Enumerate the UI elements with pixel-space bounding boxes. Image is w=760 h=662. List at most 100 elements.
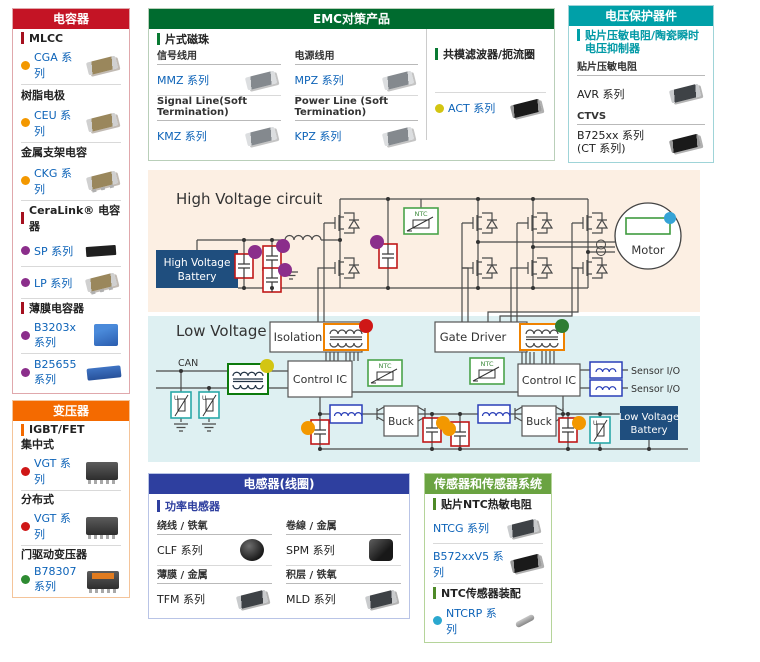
lv-battery-box [620,406,678,440]
buck-label-2: Buck [526,416,553,428]
product-row-spm: SPM 系列 [286,535,401,567]
lp-product-image [81,271,121,295]
section-mlcc: MLCC [21,32,121,45]
act-series-link[interactable]: ACT 系列 [448,102,496,115]
mpz-series-link[interactable]: MPZ 系列 [294,74,344,87]
b25655-series-link[interactable]: B25655 系列 [34,358,77,387]
lv-battery-line2: Battery [630,425,667,436]
section-ceralink-label: CeraLink® 电容器 [29,204,121,234]
product-row-act: ACT 系列 [435,92,546,123]
section-gatedrive-label: 门驱动变压器 [21,548,87,561]
ckg-series-link[interactable]: CKG 系列 [34,166,72,196]
kpz-product-image [378,124,418,148]
ntcg-series-link[interactable]: NTCG 系列 [433,522,490,536]
b572xxv5-product-image [508,552,543,576]
motor-sensor-box [625,217,671,235]
tfm-series-label: TFM 系列 [157,593,206,607]
capacitor-symbol [234,253,254,279]
mpz-product-image [378,68,418,92]
control-ic-right-label: Control IC [522,374,577,387]
section-cmf: 共模滤波器/扼流圈 [435,46,546,62]
orange-dot-icon [21,118,30,128]
sub-power-label: 电源线用 [294,47,418,65]
sub-wound-metal-label: 卷線 / 金属 [286,517,401,536]
product-row-clf: CLF 系列 [157,535,272,567]
product-row-vgt2: VGT 系列 [21,507,121,546]
inductor-symbol [329,404,363,424]
yellow-dot-icon [260,359,274,373]
sensor-io-filter-symbol [589,379,623,397]
product-row-mld: MLD 系列 [286,584,401,614]
b725xx-series-label: B725xx 系列 (CT 系列) [577,130,644,155]
purple-dot-icon [278,263,292,277]
sensor-io-label-1: Sensor I/O [631,366,680,377]
purple-dot-icon [276,239,290,253]
transformers-panel: 变压器 IGBT/FET 集中式 VGT 系列 分布式 VGT 系列 门驱动变压… [12,400,130,598]
orange-dot-icon [21,60,30,70]
b78307-product-image [85,568,121,593]
lv-battery-line1: Low Voltage [619,412,679,423]
kmz-product-image [241,124,281,148]
kmz-series-link[interactable]: KMZ 系列 [157,130,207,143]
cyan-dot-icon [433,616,442,626]
product-row-mpz: MPZ 系列 [294,65,418,96]
product-row-tfm: TFM 系列 [157,584,272,614]
voltage-protection-panel-title: 电压保护器件 [569,6,713,26]
product-row-mmz: MMZ 系列 [157,65,281,96]
product-row-ceu: CEU 系列 [21,104,121,143]
sub-power-soft-label: Power Line (Soft Termination) [294,96,418,121]
ntc-thermistor-symbol [367,359,403,387]
act-product-image [506,96,546,120]
product-row-lp: LP 系列 [21,268,121,299]
lp-series-link[interactable]: LP 系列 [34,276,73,290]
kpz-series-link[interactable]: KPZ 系列 [294,130,342,143]
ntcrp-series-link[interactable]: NTCRP 系列 [446,606,497,636]
sp-series-link[interactable]: SP 系列 [34,244,74,258]
sub-ctvs-label: CTVS [577,111,705,126]
circuit-diagram: U NTC [148,170,700,462]
motor-label: Motor [631,243,665,257]
sub-multilayer-label: 积层 / 铁氧 [286,566,401,585]
section-igbt-fet: IGBT/FET [21,423,121,436]
yellow-dot-icon [435,103,444,113]
sub-signal-soft-label: Signal Line(Soft Termination) [157,96,281,121]
transformers-panel-title: 变压器 [13,401,129,421]
b725xx-line1: B725xx 系列 [577,129,645,143]
product-row-cga: CGA 系列 [21,46,121,86]
section-varistor-tvs: 贴片压敏电阻/陶瓷瞬时电压抑制器 [577,29,705,55]
control-ic-left-box [287,360,353,398]
vgt1-series-link[interactable]: VGT 系列 [34,457,71,486]
current-sensor-icon [596,246,606,256]
ceu-series-link[interactable]: CEU 系列 [34,108,72,138]
vgt2-series-link[interactable]: VGT 系列 [34,512,71,541]
b25655-product-image [86,361,122,385]
vgt2-product-image [83,514,121,539]
clf-series-label: CLF 系列 [157,544,203,558]
ntcrp-product-image [506,609,543,633]
junction-dots [179,197,651,451]
buck-box-1 [383,405,419,437]
gate-driver-label: Gate Driver [440,330,507,344]
section-varistor-tvs-label: 贴片压敏电阻/陶瓷瞬时电压抑制器 [585,29,700,56]
cga-series-link[interactable]: CGA 系列 [34,51,73,81]
product-row-b25655: B25655 系列 [21,355,122,390]
buck-label-1: Buck [388,416,415,428]
product-row-b725xx: B725xx 系列 (CT 系列) [577,127,705,158]
b725xx-product-image [665,131,705,155]
b78307-series-link[interactable]: B78307 系列 [34,565,77,593]
spm-series-label: SPM 系列 [286,544,335,558]
purple-dot-icon [21,330,30,340]
ckg-product-image [84,169,121,193]
hv-battery-box [156,250,238,288]
product-row-b572xxv5: B572xxV5 系列 [433,545,543,584]
inductor-symbol [477,404,511,424]
ntc-thermistor-symbol [469,357,505,385]
section-ntc-thermistor: 贴片NTC热敏电阻 [433,496,543,512]
b3203x-series-link[interactable]: B3203x 系列 [34,320,77,349]
inductors-panel-title: 电感器(线圈) [149,474,409,494]
b572xxv5-series-link[interactable]: B572xxV5 系列 [433,549,504,579]
spm-product-image [361,538,401,562]
red-dot-icon [359,319,373,333]
mmz-series-link[interactable]: MMZ 系列 [157,74,210,87]
